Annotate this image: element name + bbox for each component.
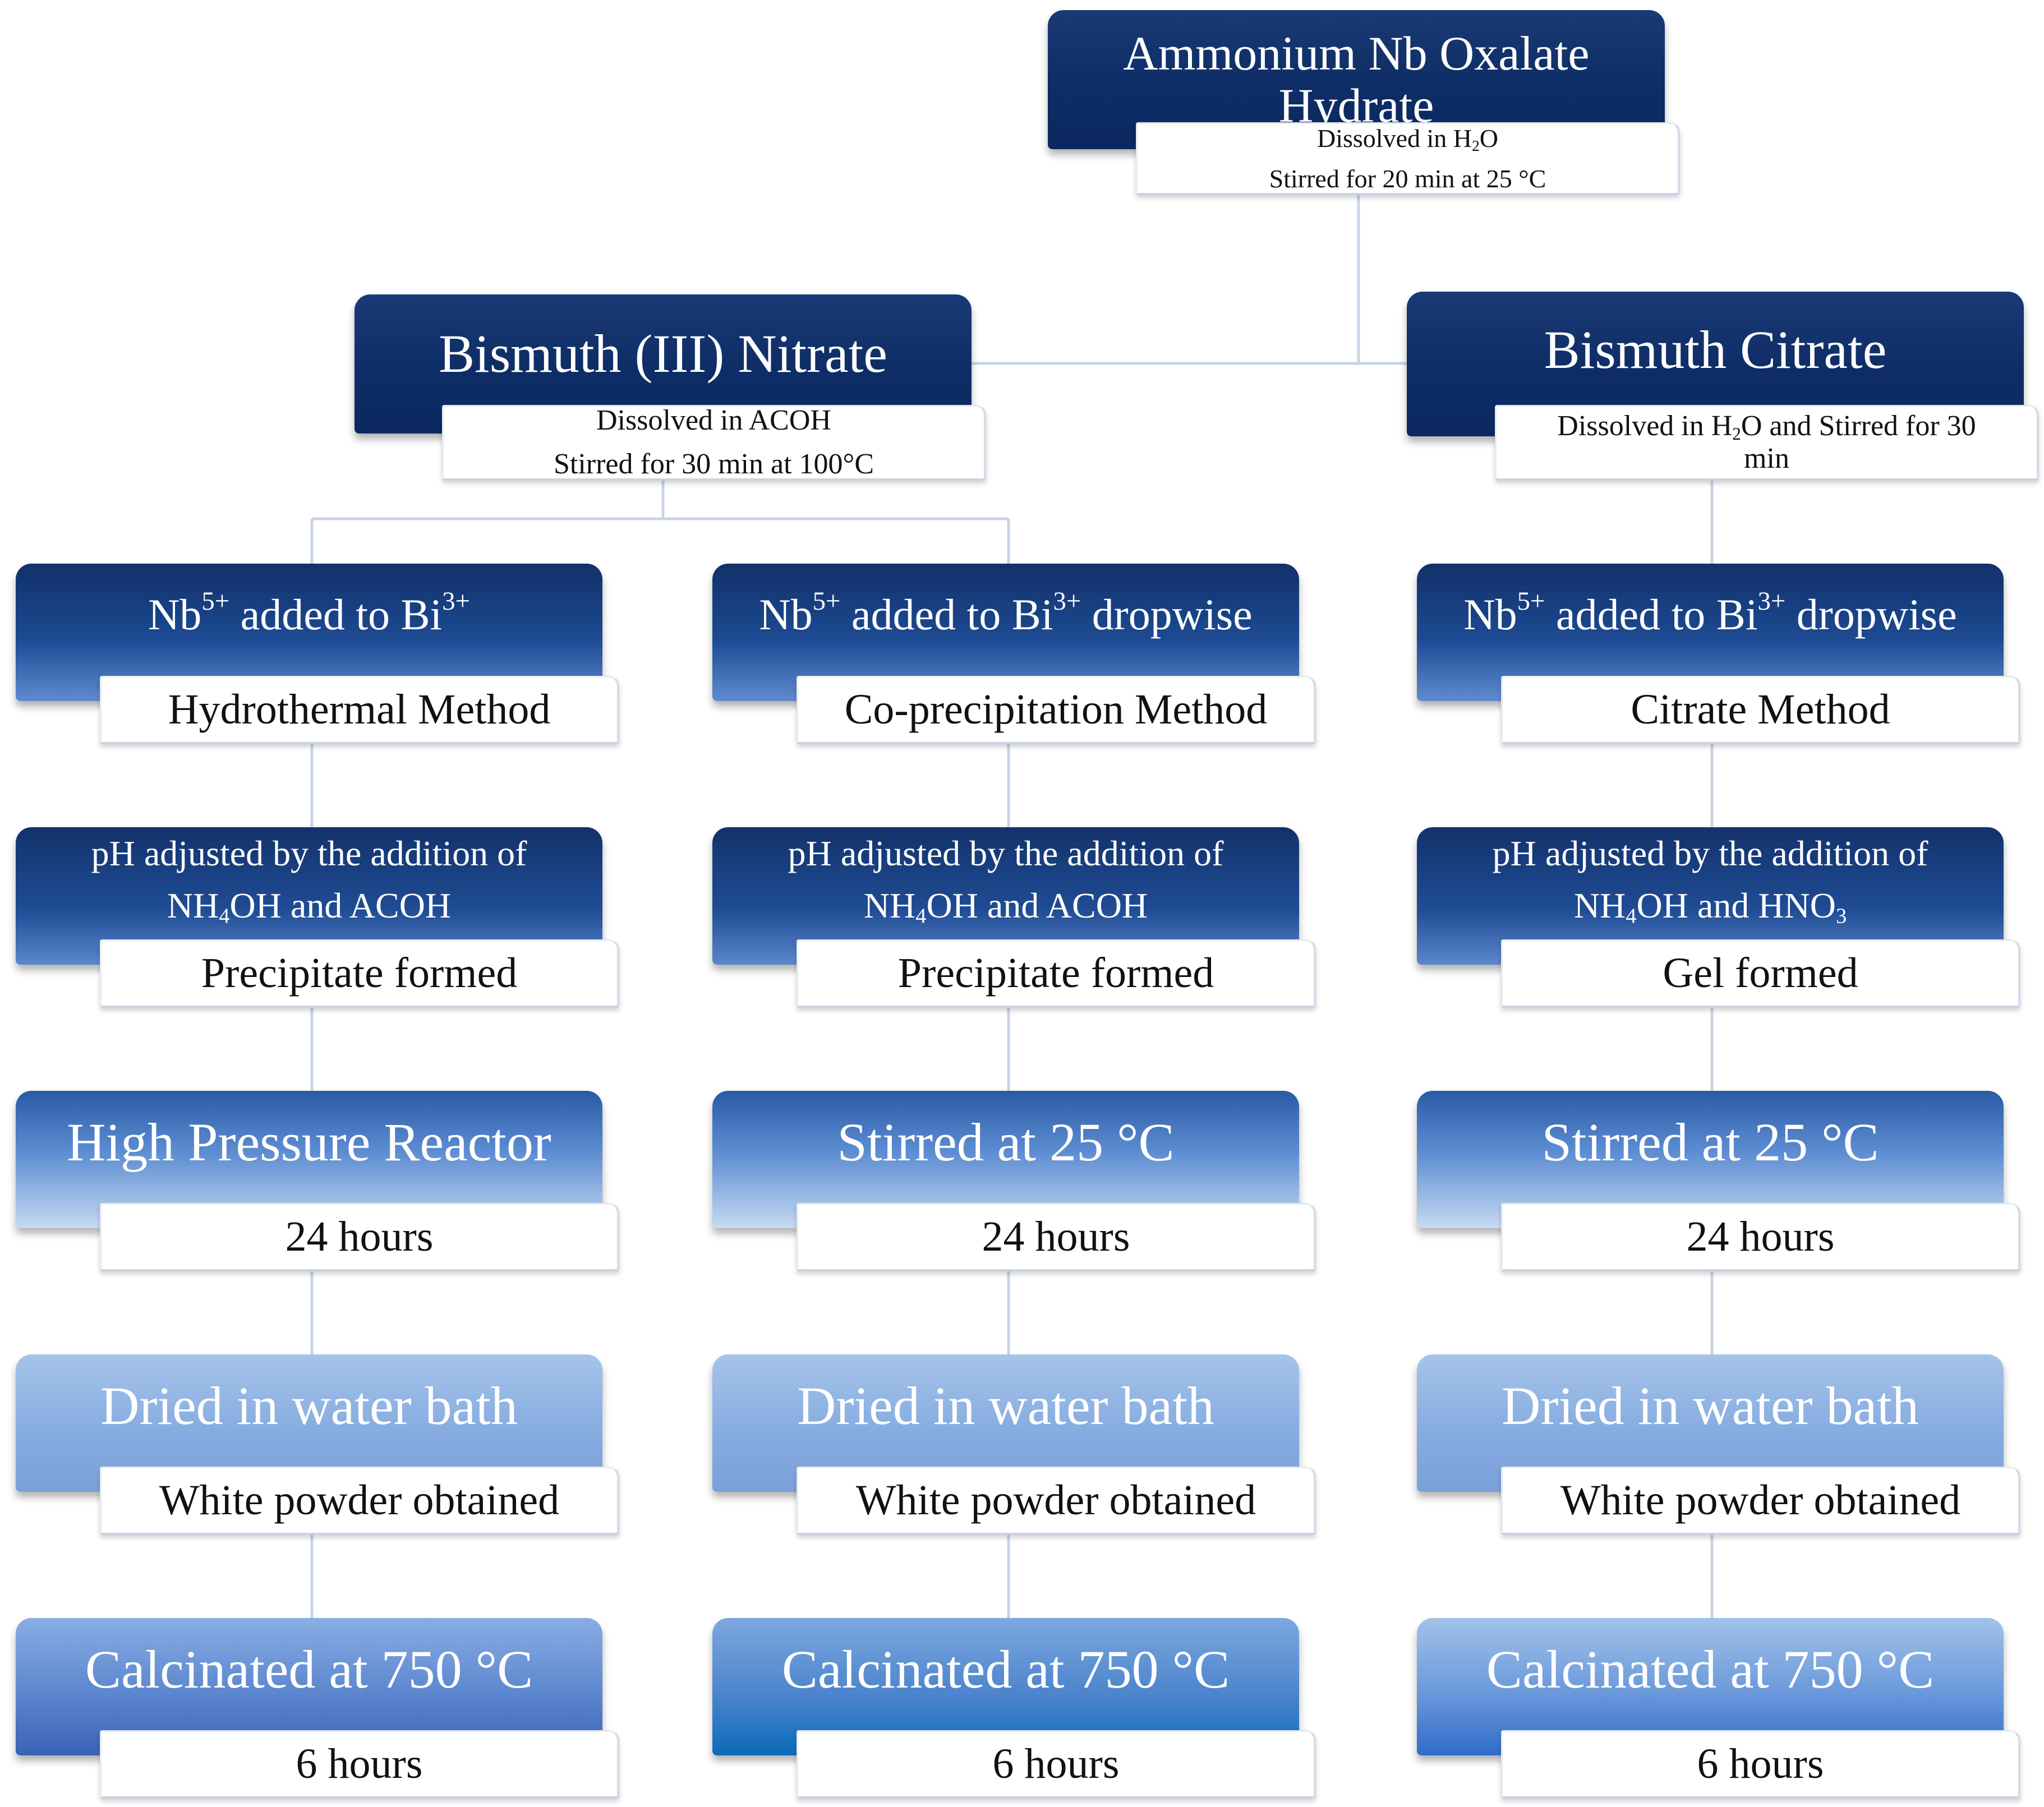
duration: 24 hours <box>285 1213 434 1260</box>
node-title: pH adjusted by the addition of NH4OH and … <box>1493 828 1928 932</box>
dropwise-label: dropwise <box>1785 590 1957 639</box>
reagent-b: OH and ACOH <box>926 885 1148 925</box>
note-mix-col1: Hydrothermal Method <box>100 676 619 744</box>
ph-result: Precipitate formed <box>897 949 1214 997</box>
bi-charge: 3+ <box>1053 587 1081 616</box>
ph-reagents: NH4OH and ACOH <box>91 880 527 932</box>
bi-charge: 3+ <box>1757 587 1786 616</box>
note-drying-col1: White powder obtained <box>100 1467 619 1535</box>
note-drying-col2: White powder obtained <box>797 1467 1316 1535</box>
ph-result: Gel formed <box>1663 949 1858 997</box>
reagent-b: OH and HNO <box>1636 885 1836 925</box>
node-title: Stirred at 25 °C <box>837 1112 1175 1172</box>
ph-line: pH adjusted by the addition of <box>1492 833 1928 873</box>
nb-charge: 5+ <box>201 587 230 616</box>
nb-label: Nb <box>1463 590 1517 639</box>
duration: 6 hours <box>296 1740 423 1787</box>
reagent-a: NH <box>863 885 916 925</box>
reagent-a-sub: 4 <box>1626 904 1637 928</box>
node-title: Ammonium Nb Oxalate Hydrate <box>1123 26 1590 132</box>
node-title: Dried in water bath <box>1502 1375 1919 1436</box>
reagent-b-sub: 3 <box>1835 904 1847 928</box>
node-title: Dried in water bath <box>100 1375 518 1436</box>
note-ph-col2: Precipitate formed <box>797 939 1316 1008</box>
drying-result: White powder obtained <box>1560 1476 1961 1524</box>
ph-reagents: NH4OH and ACOH <box>788 880 1224 932</box>
nb-label: Nb <box>148 590 202 639</box>
ph-line: pH adjusted by the addition of <box>91 833 527 873</box>
node-title: Calcinated at 750 °C <box>85 1639 533 1699</box>
duration: 24 hours <box>1686 1213 1835 1260</box>
node-title: High Pressure Reactor <box>67 1112 551 1172</box>
dropwise-label: dropwise <box>1081 590 1253 639</box>
ph-line: pH adjusted by the addition of <box>788 833 1224 873</box>
node-title: Nb5+ added to Bi3+ dropwise <box>759 588 1253 639</box>
method-name: Hydrothermal Method <box>168 685 551 733</box>
node-title: Bismuth (III) Nitrate <box>439 324 887 384</box>
node-title: Nb5+ added to Bi3+ dropwise <box>1463 588 1957 639</box>
nb-label: Nb <box>759 590 813 639</box>
added-to-label: added to Bi <box>229 590 443 639</box>
note-top: Dissolved in H2O Stirred for 20 min at 2… <box>1136 122 1680 195</box>
note-line: Dissolved in H2O <box>1316 124 1499 155</box>
reagent-b: OH and ACOH <box>229 885 452 925</box>
node-title: Nb5+ added to Bi3+ <box>148 588 470 639</box>
added-to-label: added to Bi <box>1545 590 1758 639</box>
ph-reagents: NH4OH and HNO3 <box>1493 880 1928 932</box>
node-title: Stirred at 25 °C <box>1541 1112 1879 1172</box>
node-title: pH adjusted by the addition of NH4OH and … <box>91 828 527 932</box>
note-ph-col3: Gel formed <box>1501 939 2020 1008</box>
bi-charge: 3+ <box>442 587 471 616</box>
note-line: Dissolved in ACOH <box>596 404 831 436</box>
note-line: Dissolved in H2O and Stirred for 30 <box>1557 409 1976 444</box>
note-drying-col3: White powder obtained <box>1501 1467 2020 1535</box>
reagent-a-sub: 4 <box>219 904 230 928</box>
node-title: Calcinated at 750 °C <box>781 1639 1230 1699</box>
nb-charge: 5+ <box>1517 587 1545 616</box>
note-calcination-col2: 6 hours <box>797 1730 1316 1799</box>
note-line: Stirred for 20 min at 25 °C <box>1269 164 1546 193</box>
note-ph-col1: Precipitate formed <box>100 939 619 1008</box>
note-reactor-col3: 24 hours <box>1501 1203 2020 1271</box>
note-bismuth-nitrate: Dissolved in ACOH Stirred for 30 min at … <box>442 404 986 481</box>
reagent-a-sub: 4 <box>915 904 927 928</box>
note-bismuth-citrate: Dissolved in H2O and Stirred for 30 min <box>1495 405 2039 481</box>
note-reactor-col2: 24 hours <box>797 1203 1316 1271</box>
nb-charge: 5+ <box>812 587 841 616</box>
note-line: min <box>1744 442 1789 474</box>
added-to-label: added to Bi <box>840 590 1053 639</box>
duration: 24 hours <box>982 1213 1130 1260</box>
ph-result: Precipitate formed <box>201 949 518 997</box>
duration: 6 hours <box>1697 1740 1824 1787</box>
note-calcination-col1: 6 hours <box>100 1730 619 1799</box>
reagent-a: NH <box>167 885 219 925</box>
node-title: Bismuth Citrate <box>1544 320 1887 380</box>
drying-result: White powder obtained <box>855 1476 1256 1524</box>
note-reactor-col1: 24 hours <box>100 1203 619 1271</box>
note-mix-col2: Co-precipitation Method <box>797 676 1316 744</box>
note-line: Stirred for 30 min at 100°C <box>553 448 874 480</box>
method-name: Co-precipitation Method <box>844 685 1268 733</box>
note-mix-col3: Citrate Method <box>1501 676 2020 744</box>
method-name: Citrate Method <box>1631 685 1890 733</box>
node-title: pH adjusted by the addition of NH4OH and … <box>788 828 1224 932</box>
node-title: Calcinated at 750 °C <box>1486 1639 1935 1699</box>
node-title: Dried in water bath <box>797 1375 1214 1436</box>
reagent-a: NH <box>1573 885 1626 925</box>
note-calcination-col3: 6 hours <box>1501 1730 2020 1799</box>
duration: 6 hours <box>992 1740 1120 1787</box>
connector-left-precursor-split <box>310 480 1010 564</box>
drying-result: White powder obtained <box>159 1476 560 1524</box>
